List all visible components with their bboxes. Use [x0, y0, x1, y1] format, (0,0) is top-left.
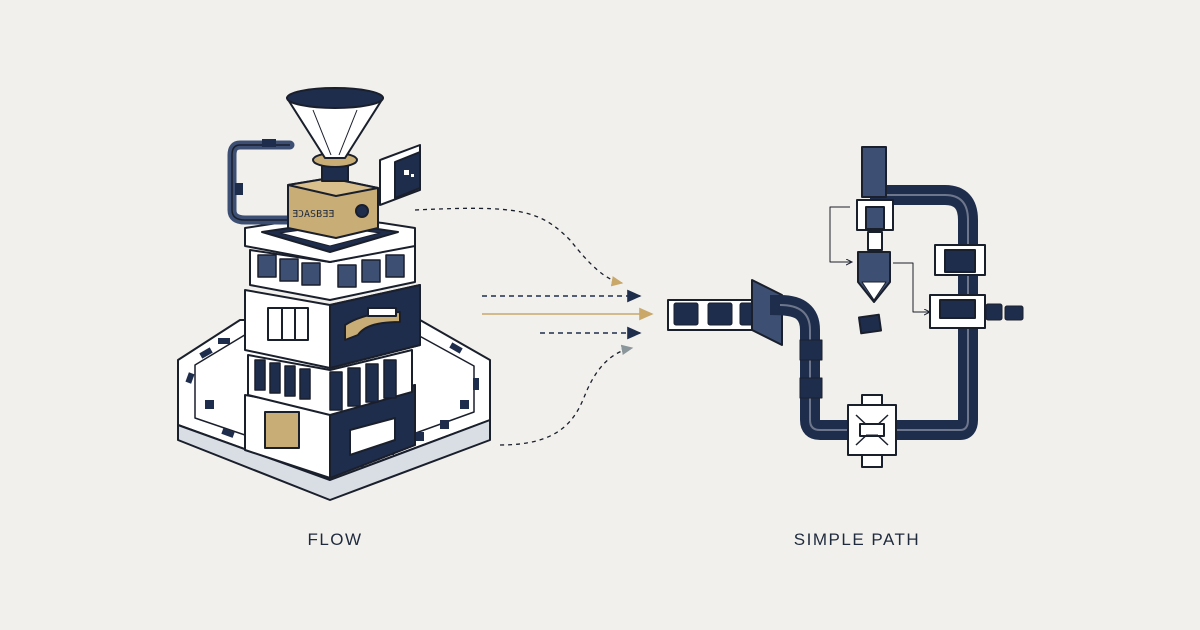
caption-simple-path: SIMPLE PATH — [793, 530, 921, 549]
main-track — [769, 185, 978, 440]
transition-arrows — [414, 207, 654, 446]
arrow-curve-top — [414, 207, 624, 287]
caption-flow: FLOW — [307, 530, 363, 549]
simple-path-illustration — [667, 146, 1024, 468]
press-nozzle — [857, 251, 891, 303]
feed-pipe-left — [227, 140, 295, 225]
falling-block — [857, 313, 883, 335]
arrow-curve-bottom — [499, 344, 634, 446]
funnel-mouth — [286, 87, 384, 109]
machine-door — [264, 411, 300, 449]
press-column — [861, 146, 887, 198]
box-label: ƎƆASBƎƎ — [292, 209, 334, 220]
complex-machine-illustration: ƎƆASBƎƎ — [177, 87, 491, 501]
exit-items — [985, 303, 1024, 321]
